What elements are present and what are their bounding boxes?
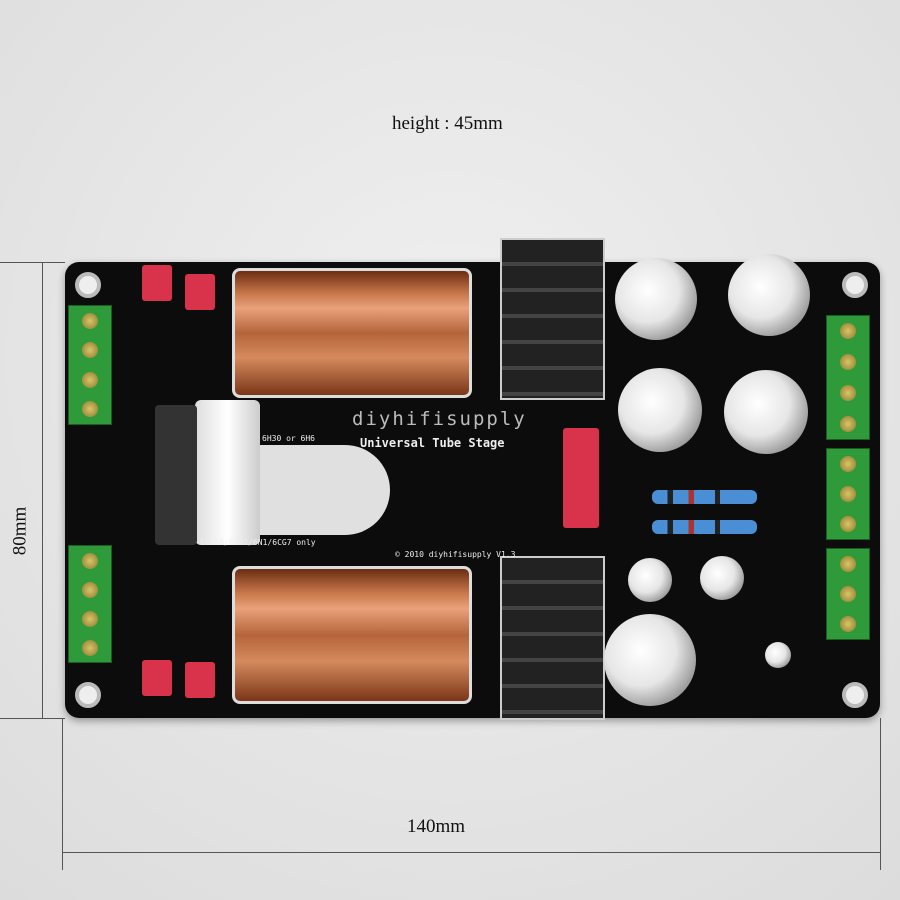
electrolytic-capacitor [724,370,808,454]
electrolytic-capacitor [618,368,702,452]
heatsink-top [500,238,605,400]
width-dimension-line [62,852,880,853]
depth-label: 80mm [9,506,31,556]
electrolytic-capacitor [604,614,696,706]
copper-capacitor-bottom [232,566,472,704]
mounting-hole [75,682,101,708]
red-capacitor [142,660,172,696]
silkscreen-copyright: © 2010 diyhifisupply V1.3 [395,550,516,559]
small-capacitor [628,558,672,602]
depth-tick-bottom [0,718,65,719]
vacuum-tube-socket [195,400,260,545]
silkscreen-tube-note2: ECC88/6922/6N1/6CG7 only [200,538,316,547]
electrolytic-capacitor [615,258,697,340]
red-capacitor [185,662,215,698]
red-capacitor [142,265,172,301]
film-capacitor [563,428,599,528]
width-label: 140mm [407,816,466,837]
terminal-block-right-3 [826,548,870,640]
silkscreen-tube-note: 6H30 or 6H6 [262,434,315,443]
heatsink-bottom [500,556,605,720]
resistor [652,520,757,534]
small-capacitor [700,556,744,600]
terminal-block-left-bottom [68,545,112,663]
height-label: height : 45mm [392,113,503,134]
electrolytic-capacitor [728,254,810,336]
tube-window [255,445,390,535]
mounting-hole [75,272,101,298]
red-capacitor [185,274,215,310]
mounting-hole [842,272,868,298]
terminal-block-left-top [68,305,112,425]
copper-capacitor-top [232,268,472,398]
led [765,642,791,668]
resistor [652,490,757,504]
terminal-block-right-1 [826,315,870,440]
silkscreen-brand: diyhifisupply [352,408,527,430]
width-tick-right [880,718,881,870]
width-tick-left [62,718,63,870]
tube-socket-base [155,405,197,545]
depth-dimension-line [42,262,43,718]
mounting-hole [842,682,868,708]
silkscreen-product: Universal Tube Stage [360,436,505,450]
depth-tick-top [0,262,65,263]
terminal-block-right-2 [826,448,870,540]
